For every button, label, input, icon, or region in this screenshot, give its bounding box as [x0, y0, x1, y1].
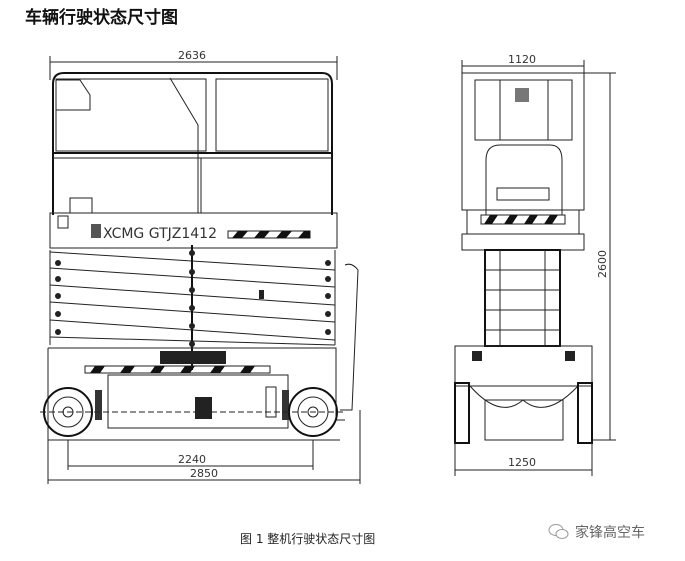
hazard-stripe	[227, 230, 311, 239]
scissor-column	[484, 249, 561, 347]
brand-label: XCMG GTJZ1412	[103, 226, 217, 242]
dim-label: 2600	[596, 250, 609, 278]
dim-overall-width: 1250	[454, 440, 593, 476]
xcmg-logo-icon	[91, 224, 101, 238]
figure-caption: 图 1 整机行驶状态尺寸图	[240, 532, 376, 546]
dim-label: 2240	[178, 453, 206, 466]
dim-label: 2636	[178, 49, 206, 62]
dim-platform-width: 1120	[461, 53, 585, 76]
watermark-text: 家锋高空车	[575, 525, 645, 541]
front-view: 1120 1250	[454, 53, 616, 476]
dim-stowed-height: 2600	[584, 72, 616, 441]
dim-label: 1120	[508, 53, 536, 66]
wechat-icon	[548, 524, 569, 539]
front-base	[454, 345, 593, 444]
dim-overall-length: 2850	[47, 410, 361, 484]
scissor-stack	[49, 245, 336, 370]
chassis	[47, 263, 359, 441]
side-view: 2636 XCMG GTJZ1412	[40, 49, 361, 484]
watermark: 家锋高空车	[548, 522, 645, 542]
dim-platform-length: 2636	[49, 49, 338, 80]
dim-label: 1250	[508, 456, 536, 469]
page-title: 车辆行驶状态尺寸图	[25, 8, 178, 28]
dim-label: 2850	[190, 467, 218, 480]
dim-wheelbase: 2240	[67, 440, 314, 470]
